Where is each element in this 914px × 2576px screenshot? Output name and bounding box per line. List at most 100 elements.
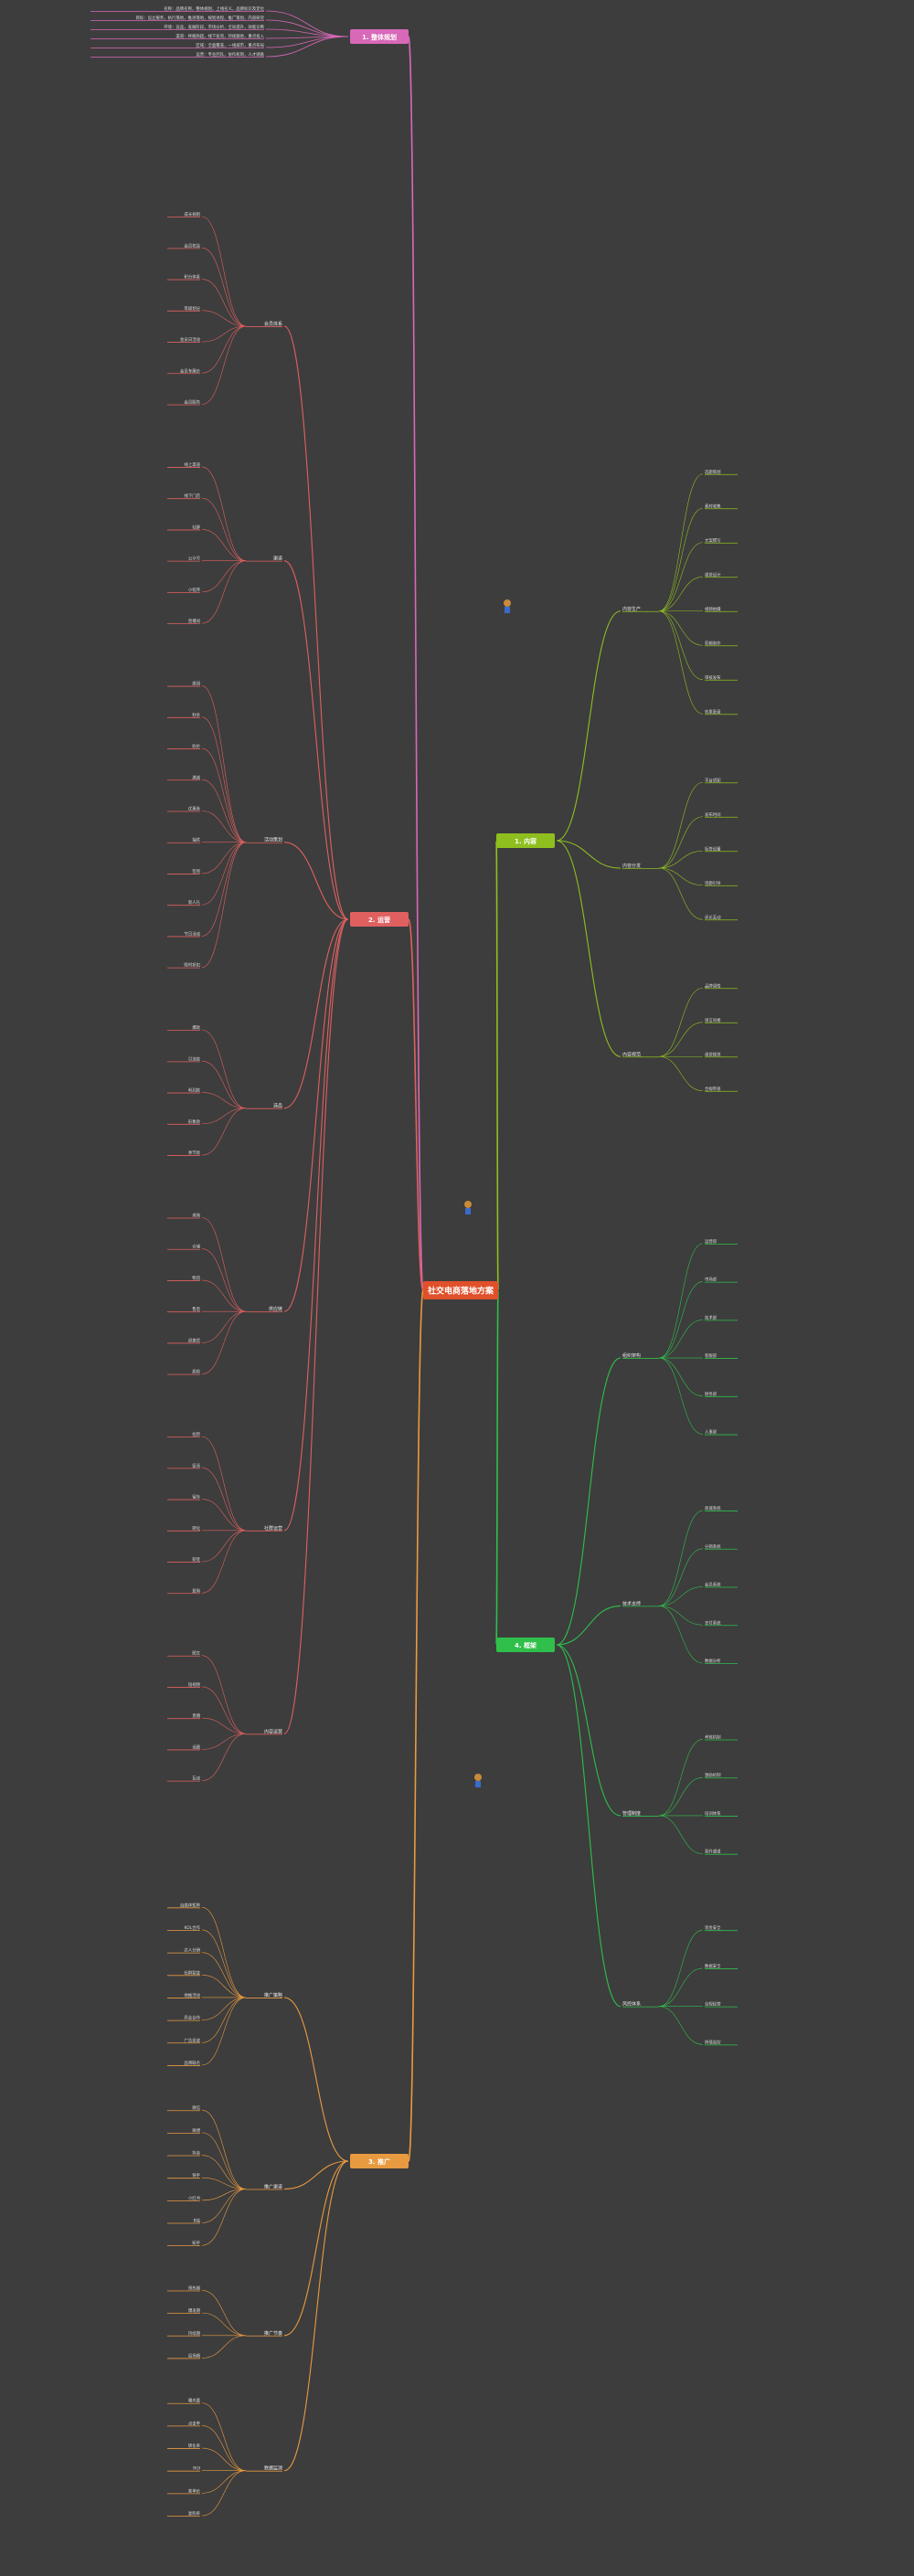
branch-node[interactable]: 4. 框架 (496, 1638, 555, 1652)
leaf-node[interactable]: 人事部 (705, 1429, 738, 1436)
branch-node[interactable]: 3. 推广 (350, 2154, 409, 2168)
group-node[interactable]: 推广节奏 (246, 2330, 282, 2337)
leaf-node[interactable]: 话题 (167, 1744, 201, 1750)
leaf-node[interactable]: 微博 (167, 2127, 201, 2134)
leaf-node[interactable]: 效果复盘 (705, 708, 738, 715)
group-node[interactable]: 管理制度 (622, 1810, 659, 1817)
leaf-node[interactable]: 视频拍摄 (705, 606, 738, 612)
leaf-node[interactable]: 晋升通道 (705, 1849, 738, 1855)
leaf-node[interactable]: 激励机制 (705, 1772, 738, 1778)
leaf-node[interactable]: 快手 (167, 2172, 201, 2178)
leaf-node[interactable]: 商城系统 (705, 1505, 738, 1511)
leaf-node[interactable]: 数据分析 (705, 1658, 738, 1664)
leaf-node[interactable]: 直播 (167, 1712, 201, 1719)
group-node[interactable]: 风控体系 (622, 2001, 659, 2008)
leaf-node[interactable]: 小红书 (167, 2195, 201, 2201)
group-node[interactable]: 会员体系 (246, 321, 282, 327)
group-node[interactable]: 内容运营 (246, 1728, 282, 1734)
leaf-node[interactable]: 限时折扣 (167, 962, 200, 969)
leaf-node[interactable]: 舆情监控 (705, 2039, 738, 2045)
leaf-node[interactable]: 售后 (167, 1306, 201, 1312)
leaf-node[interactable]: 会员权益 (167, 242, 201, 249)
leaf-node[interactable]: 爆款 (167, 1024, 201, 1031)
leaf-node[interactable]: 会员专属价 (167, 367, 201, 374)
leaf-node[interactable]: 形象款 (167, 1118, 201, 1125)
leaf-node[interactable]: 发布时间 (705, 811, 738, 818)
leaf-node[interactable]: 话题引导 (705, 880, 738, 886)
leaf-node[interactable]: 季节款 (167, 1150, 201, 1156)
leaf-node[interactable]: 剪辑制作 (705, 640, 738, 646)
leaf-node[interactable]: 裂变 (167, 1556, 201, 1563)
leaf-node[interactable]: 转化 (167, 1525, 201, 1532)
leaf-node[interactable]: 返场期 (167, 2352, 201, 2359)
leaf-node[interactable]: 培训体系 (705, 1810, 738, 1817)
leaf-node[interactable]: 名称：品牌名称，整体规划，上线名义，品牌标识及定位 (90, 5, 265, 12)
leaf-node[interactable]: 广告投放 (167, 2037, 201, 2043)
leaf-node[interactable]: 品牌联名 (167, 2060, 200, 2066)
group-node[interactable]: 社群运营 (246, 1525, 282, 1532)
leaf-node[interactable]: 视觉规范 (705, 1051, 738, 1057)
leaf-node[interactable]: 引流款 (167, 1055, 201, 1062)
leaf-node[interactable]: 合规审查 (705, 1086, 738, 1092)
leaf-node[interactable]: B站 (167, 2218, 201, 2224)
group-node[interactable]: 数据监测 (246, 2465, 282, 2472)
leaf-node[interactable]: 市场部 (705, 1277, 738, 1283)
leaf-node[interactable]: 拉新 (167, 1431, 201, 1437)
group-node[interactable]: 推广渠道 (246, 2184, 282, 2190)
leaf-node[interactable]: 拼团 (167, 681, 201, 687)
leaf-node[interactable]: 客单价 (167, 2487, 201, 2494)
leaf-node[interactable]: 直播间 (167, 618, 200, 624)
group-node[interactable]: 内容规范 (622, 1051, 659, 1057)
leaf-node[interactable]: 线上渠道 (167, 461, 201, 468)
leaf-node[interactable]: 财务部 (705, 1391, 738, 1397)
leaf-node[interactable]: 抽奖 (167, 837, 201, 843)
leaf-node[interactable]: 爆发期 (167, 2307, 201, 2314)
leaf-node[interactable]: 选题策划 (705, 469, 738, 475)
leaf-node[interactable]: 标签设置 (705, 845, 738, 852)
leaf-node[interactable]: 地推活动 (167, 1992, 201, 1998)
leaf-node[interactable]: 满减 (167, 774, 201, 780)
leaf-node[interactable]: 品牌调性 (705, 982, 738, 989)
leaf-node[interactable]: 物流 (167, 1275, 201, 1281)
leaf-node[interactable]: 促活 (167, 1462, 201, 1468)
leaf-node[interactable]: 复购 (167, 1587, 201, 1594)
leaf-node[interactable]: 文案撰写 (705, 537, 738, 544)
leaf-node[interactable]: 采购 (167, 1213, 201, 1219)
leaf-node[interactable]: 数据安全 (705, 1963, 738, 1969)
group-node[interactable]: 技术支持 (622, 1600, 659, 1606)
leaf-node[interactable]: 资金安全 (705, 1924, 738, 1931)
leaf-node[interactable]: 短视频 (167, 1681, 201, 1688)
leaf-node[interactable]: 会员日活动 (167, 336, 201, 343)
leaf-node[interactable]: 社群 (167, 524, 201, 530)
leaf-node[interactable]: 新人礼 (167, 899, 201, 906)
leaf-node[interactable]: 成长规则 (167, 211, 200, 217)
leaf-node[interactable]: 抖音 (167, 2150, 201, 2157)
leaf-node[interactable]: 区域：全面覆盖，一线城市，重点布局 (90, 42, 264, 48)
group-node[interactable]: 内容分发 (622, 863, 659, 869)
leaf-node[interactable]: 知乎 (167, 2240, 201, 2246)
leaf-node[interactable]: 线下门店 (167, 493, 201, 499)
leaf-node[interactable]: 考核机制 (705, 1733, 738, 1740)
group-node[interactable]: 渠道 (246, 556, 282, 562)
leaf-node[interactable]: 砍价 (167, 743, 201, 749)
branch-node[interactable]: 1. 内容 (496, 833, 555, 848)
branch-node[interactable]: 2. 运营 (350, 912, 409, 927)
leaf-node[interactable]: 合规经营 (705, 2001, 738, 2008)
leaf-node[interactable]: 小程序 (167, 587, 201, 593)
leaf-node[interactable]: 积分体系 (167, 274, 201, 281)
group-node[interactable]: 推广策略 (246, 1992, 282, 1998)
leaf-node[interactable]: 运营：专业团队，协作机制，人才储备 (90, 51, 265, 58)
leaf-node[interactable]: 异业合作 (167, 2015, 201, 2021)
leaf-node[interactable]: 转化率 (167, 2443, 201, 2449)
leaf-node[interactable]: 客服部 (705, 1352, 738, 1359)
leaf-node[interactable]: 支付系统 (705, 1619, 738, 1626)
leaf-node[interactable]: 复购率 (167, 2510, 201, 2517)
leaf-node[interactable]: 会员系统 (705, 1582, 738, 1588)
leaf-node[interactable]: 素材收集 (705, 503, 738, 509)
group-node[interactable]: 选品 (246, 1103, 282, 1109)
leaf-node[interactable]: 分销系统 (705, 1543, 738, 1550)
leaf-node[interactable]: 持续期 (167, 2330, 201, 2337)
leaf-node[interactable]: 社群裂变 (167, 1969, 201, 1976)
group-node[interactable]: 内容生产 (622, 606, 659, 612)
leaf-node[interactable]: 曝光量 (167, 2398, 201, 2404)
